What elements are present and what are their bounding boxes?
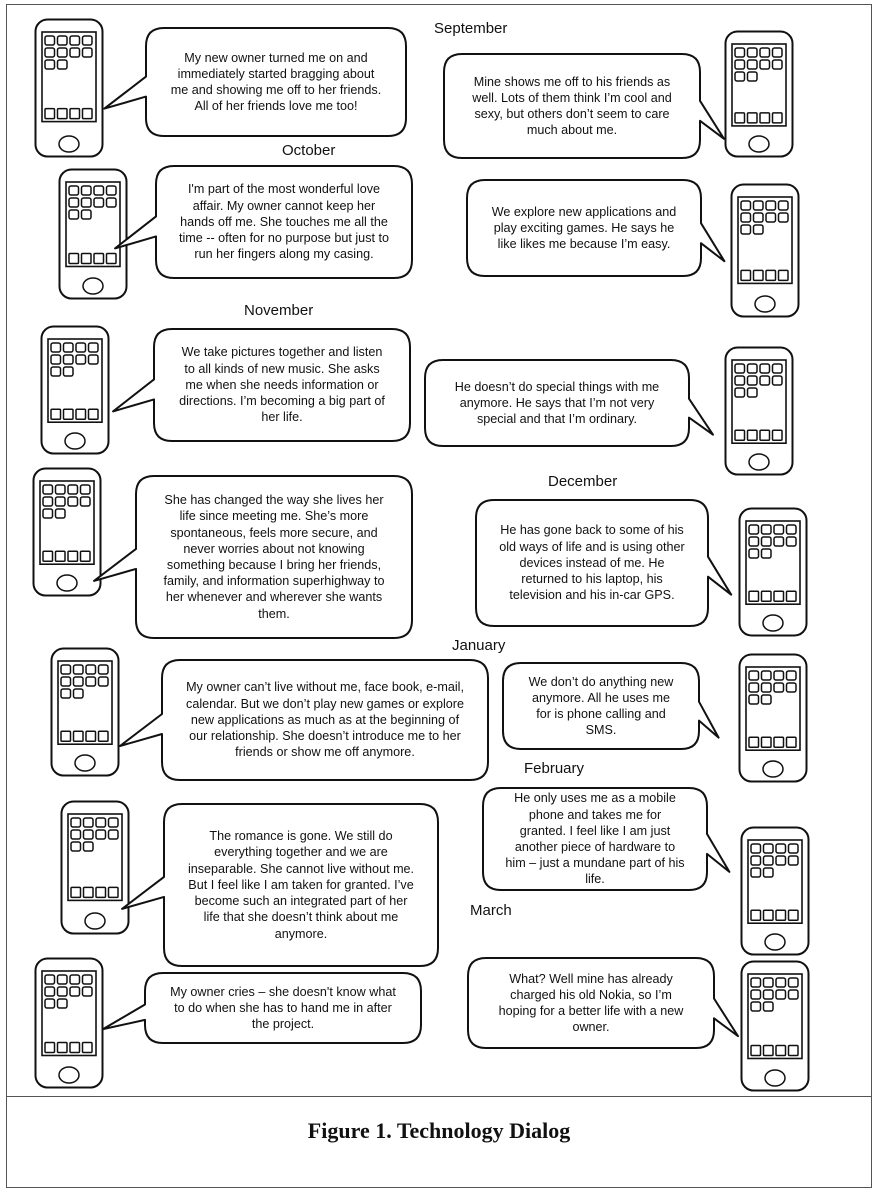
bubble-text: We explore new applications and play exc… [491, 204, 677, 252]
bubble-text: My new owner turned me on and immediatel… [170, 50, 382, 114]
phone-icon [34, 18, 104, 158]
bubble-text: I'm part of the most wonderful love affa… [178, 182, 389, 262]
bubble-text: The romance is gone. We still do everyth… [187, 829, 415, 941]
caption-divider [6, 1096, 872, 1097]
month-label-november: November [244, 302, 314, 319]
figure-frame [6, 4, 872, 1188]
speech-bubble: I'm part of the most wonderful love affa… [114, 165, 413, 279]
phone-icon [724, 30, 794, 158]
month-label-october: October [282, 142, 336, 159]
month-label-september: September [434, 20, 508, 37]
bubble-text: Mine shows me off to his friends as well… [472, 74, 672, 138]
speech-bubble: My owner can’t live without me, face boo… [119, 659, 489, 781]
bubble-text: We take pictures together and listen to … [179, 345, 385, 425]
speech-bubble: We don’t do anything new anymore. All he… [502, 662, 720, 750]
phone-icon [740, 826, 810, 956]
phone-icon [50, 647, 120, 777]
speech-bubble: He doesn’t do special things with me any… [424, 359, 714, 447]
bubble-text: She has changed the way she lives her li… [163, 493, 385, 621]
bubble-text: My owner cries – she doesn't know what t… [170, 984, 396, 1032]
month-label-february: February [524, 760, 585, 777]
bubble-text: He doesn’t do special things with me any… [454, 379, 660, 427]
phone-icon [738, 653, 808, 783]
bubble-text: We don’t do anything new anymore. All he… [528, 674, 674, 738]
speech-bubble: Mine shows me off to his friends as well… [443, 53, 725, 159]
bubble-text: He has gone back to some of his old ways… [499, 523, 685, 603]
speech-bubble: We explore new applications and play exc… [466, 179, 726, 277]
phone-icon [738, 507, 808, 637]
phone-icon [34, 957, 104, 1089]
phone-icon [40, 325, 110, 455]
phone-icon [740, 960, 810, 1092]
speech-bubble: We take pictures together and listen to … [112, 328, 411, 442]
phone-icon [32, 467, 102, 597]
month-label-january: January [452, 637, 506, 654]
month-label-march: March [470, 902, 512, 919]
bubble-text: My owner can’t live without me, face boo… [186, 680, 464, 760]
phone-icon [58, 168, 128, 300]
phone-icon [724, 346, 794, 476]
bubble-text: He only uses me as a mobile phone and ta… [505, 791, 685, 887]
figure-caption: Figure 1. Technology Dialog [307, 1118, 571, 1143]
speech-bubble: He only uses me as a mobile phone and ta… [482, 787, 731, 891]
phone-icon [60, 800, 130, 935]
bubble-text: What? Well mine has already charged his … [498, 971, 684, 1035]
speech-bubble: My new owner turned me on and immediatel… [103, 27, 407, 137]
speech-bubble: My owner cries – she doesn't know what t… [102, 972, 422, 1044]
speech-bubble: She has changed the way she lives her li… [93, 475, 413, 639]
phone-icon [730, 183, 800, 318]
month-label-december: December [548, 473, 618, 490]
speech-bubble: What? Well mine has already charged his … [467, 957, 739, 1049]
speech-bubble: The romance is gone. We still do everyth… [121, 803, 439, 967]
speech-bubble: He has gone back to some of his old ways… [475, 499, 733, 627]
